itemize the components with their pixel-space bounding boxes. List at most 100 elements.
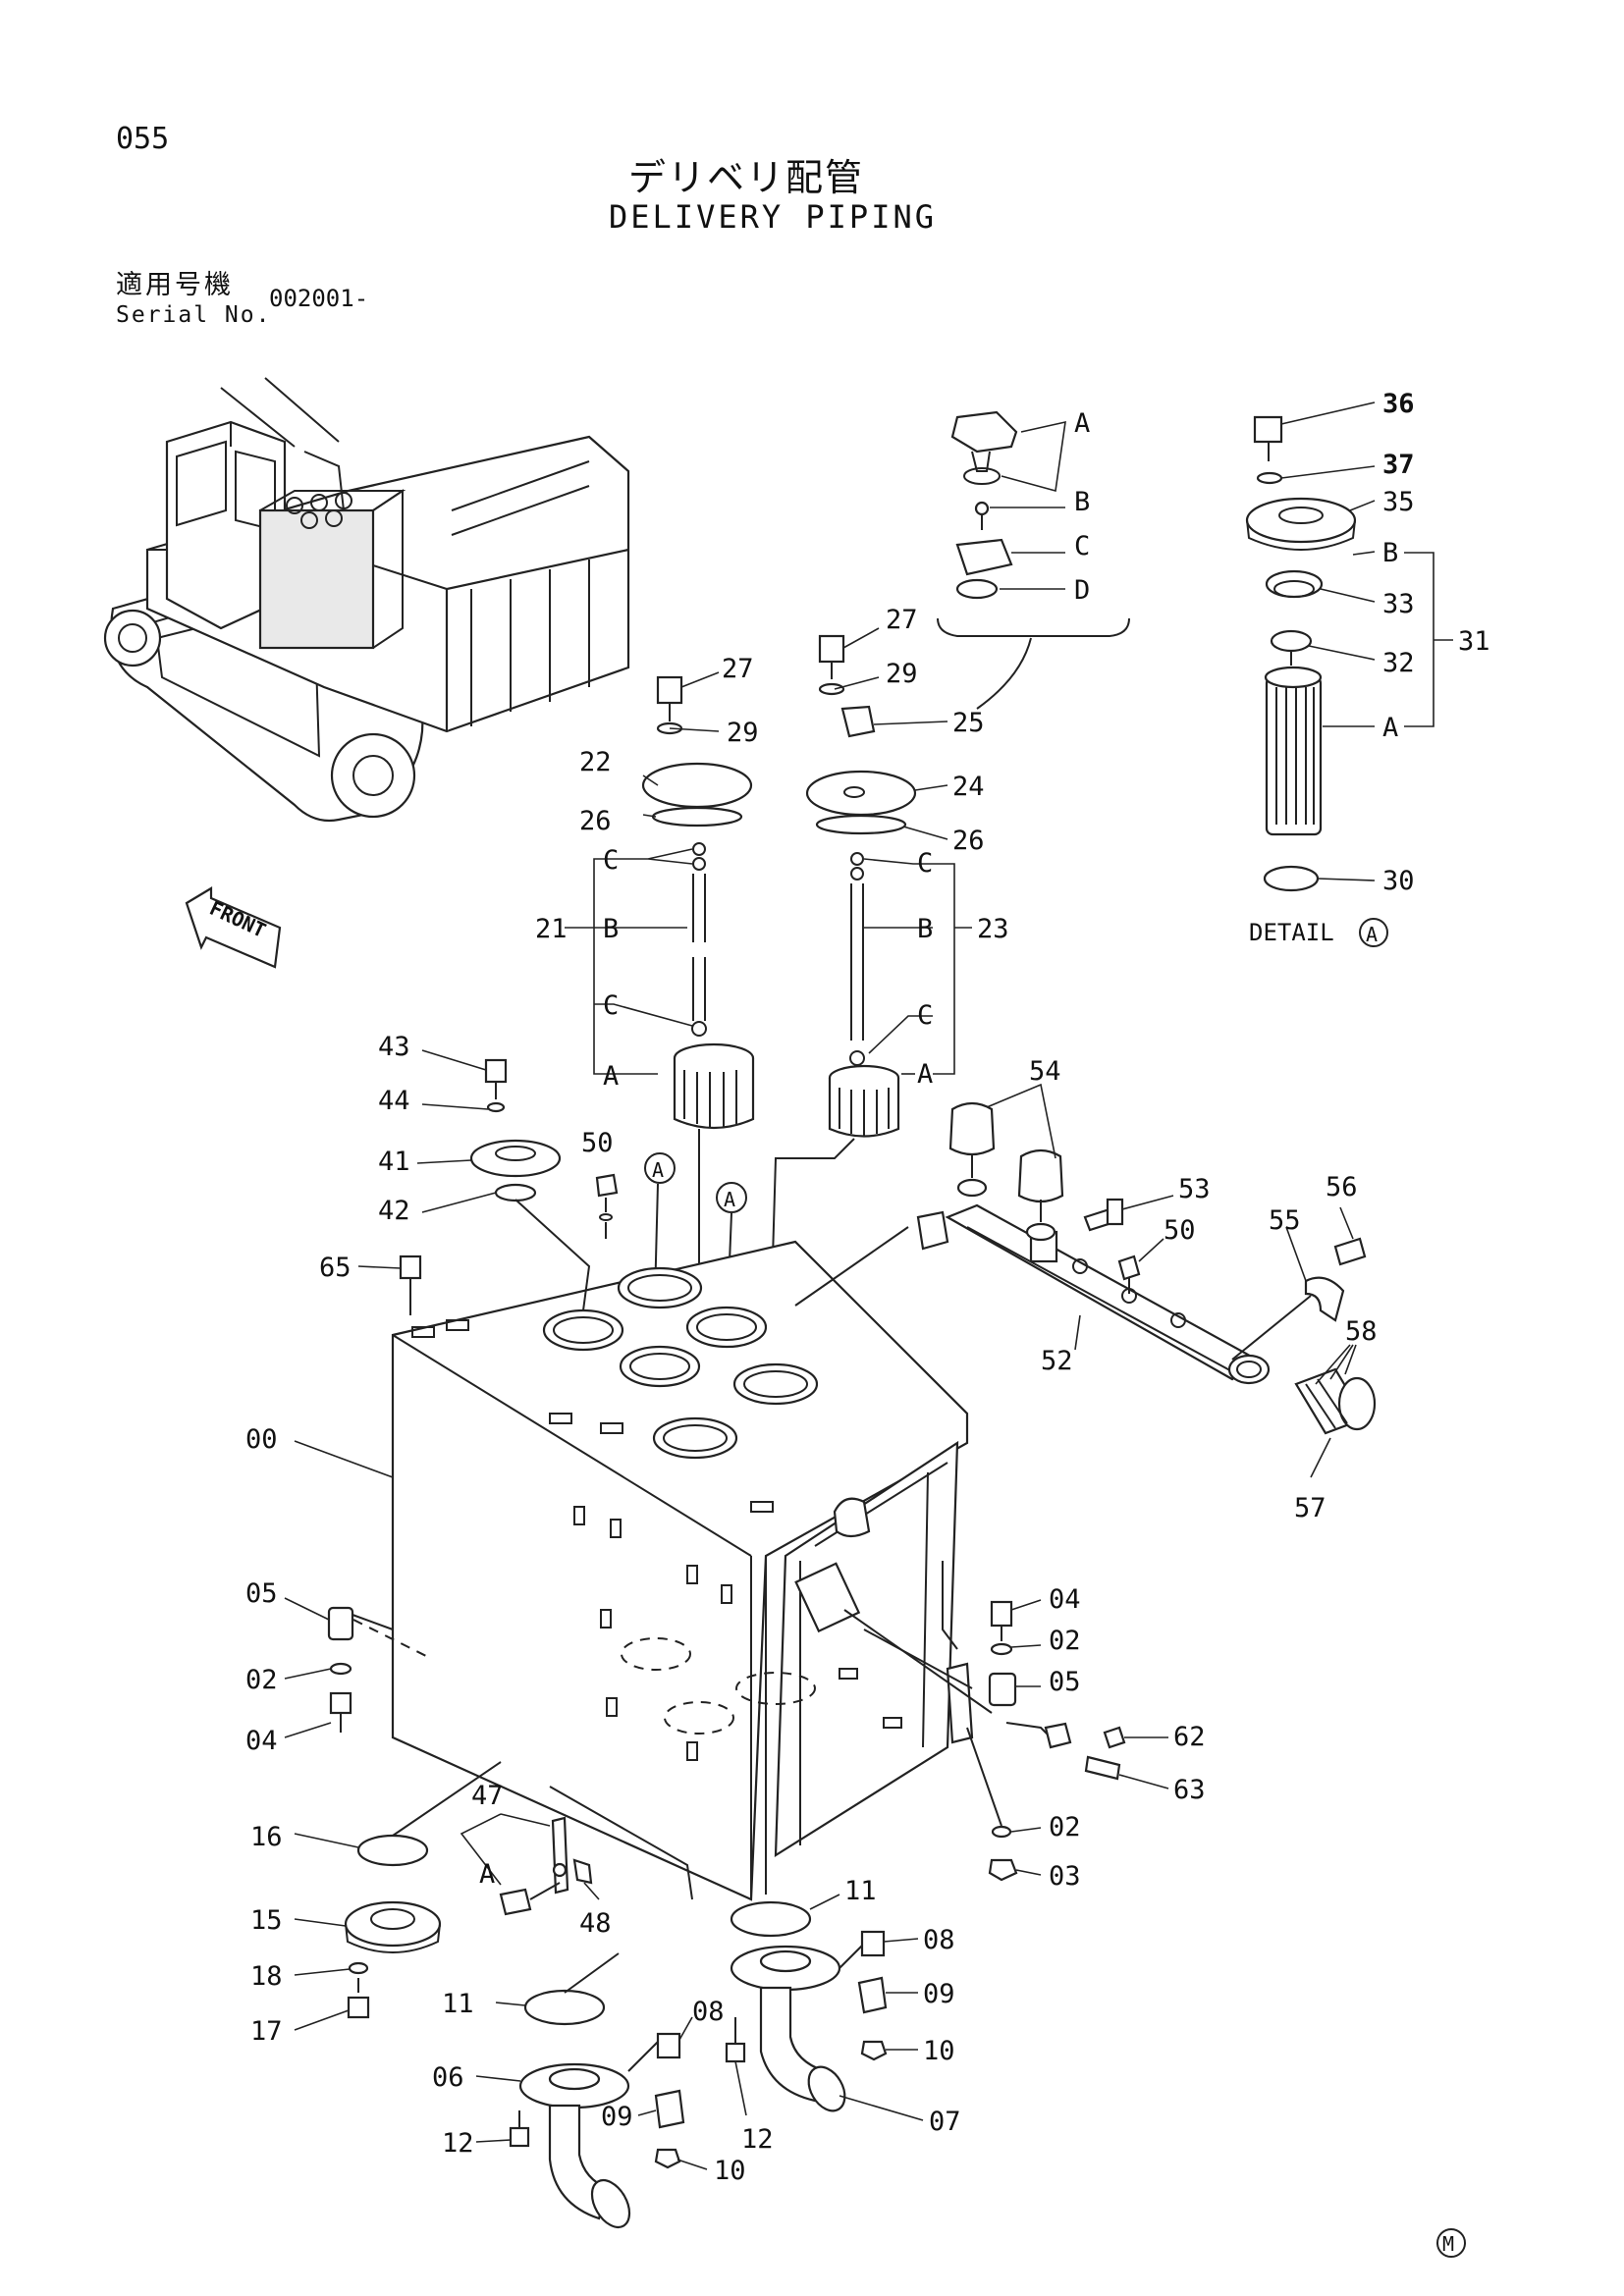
callout-c44: 44: [378, 1086, 410, 1116]
callout-c33: 33: [1382, 589, 1415, 619]
suction-pipe-06: 11 06 12 08 09 10: [432, 1952, 746, 2228]
callout-c22: 22: [579, 747, 612, 777]
callout-c41: 41: [378, 1147, 410, 1177]
callout-c27b: 27: [886, 605, 918, 635]
callout-c08b: 08: [923, 1925, 955, 1955]
callout-c11a: 11: [844, 1876, 877, 1906]
callout-c43: 43: [378, 1032, 410, 1062]
callout-c26a: 26: [579, 806, 612, 836]
callout-c09a: 09: [601, 2102, 633, 2132]
manifold-pipe-52: 53 54 50 55 56 58 57 52: [794, 1056, 1378, 1523]
page-title-english: DELIVERY PIPING: [609, 198, 937, 236]
callout-c21-A: A: [603, 1061, 619, 1092]
callout-c29a: 29: [727, 718, 759, 748]
callout-c12b: 12: [741, 2124, 774, 2155]
callout-c23-B: B: [917, 914, 933, 944]
callout-c04a: 04: [245, 1726, 278, 1756]
callout-c07: 07: [929, 2107, 961, 2137]
callout-c32: 32: [1382, 648, 1415, 678]
callout-c53: 53: [1178, 1174, 1211, 1204]
callout-c48: 48: [579, 1908, 612, 1939]
callout-c16: 16: [250, 1822, 283, 1852]
callout-detail-label: DETAIL: [1249, 919, 1334, 946]
callout-c55: 55: [1269, 1205, 1301, 1236]
callout-c00: 00: [245, 1424, 278, 1455]
serial-number: 002001-: [269, 285, 369, 312]
callout-c23-C1: C: [917, 848, 933, 879]
callout-c21-C2: C: [603, 990, 619, 1021]
serial-label-japanese: 適用号機: [116, 270, 234, 300]
callout-c02a: 02: [245, 1665, 278, 1695]
callout-c09b: 09: [923, 1979, 955, 2009]
callout-c17: 17: [250, 2016, 283, 2047]
hydraulic-tank: 00: [245, 1240, 974, 1901]
callout-c57: 57: [1294, 1493, 1326, 1523]
callout-c24: 24: [952, 772, 985, 802]
callout-c21-B: B: [603, 914, 619, 944]
callout-c47-A: A: [479, 1859, 495, 1890]
excavator-illustration: [103, 377, 630, 823]
callout-dD: D: [1074, 575, 1090, 606]
callout-c23: 23: [977, 914, 1009, 944]
callout-c05b: 05: [1049, 1667, 1081, 1697]
callout-c04b: 04: [1049, 1584, 1081, 1615]
front-direction-arrow: FRONT: [185, 886, 282, 969]
callout-c50b: 50: [1164, 1215, 1196, 1246]
callout-c58: 58: [1345, 1316, 1378, 1347]
serial-label-english: Serial No.: [116, 302, 272, 328]
callout-refA1: A: [652, 1158, 664, 1182]
callout-c23-A: A: [917, 1059, 933, 1090]
callout-c18: 18: [250, 1961, 283, 1992]
callout-c30: 30: [1382, 866, 1415, 896]
callout-c26b: 26: [952, 826, 985, 856]
callout-c27a: 27: [722, 654, 754, 684]
detail-cap-assembly: A B C D: [937, 408, 1130, 710]
callout-c52: 52: [1041, 1346, 1073, 1376]
cover-41: 43 44 41 42 50 65: [319, 1032, 619, 1315]
callout-c62: 62: [1173, 1722, 1206, 1752]
strainer-group-23: 27 29 25 24 26 C B 23 C A: [805, 605, 1009, 1138]
callout-c56: 56: [1326, 1172, 1358, 1202]
callout-c21: 21: [535, 914, 568, 944]
page-number: 055: [116, 122, 170, 156]
callout-refA2: A: [724, 1188, 735, 1211]
callout-c02c: 02: [1049, 1812, 1081, 1842]
suction-pipe-07: 11 07 08 09 10 12: [725, 1876, 961, 2155]
callout-c15: 15: [250, 1905, 283, 1936]
callout-c35: 35: [1382, 487, 1415, 517]
callout-c11b: 11: [442, 1989, 474, 2019]
callout-c05a: 05: [245, 1578, 278, 1609]
callout-c12a: 12: [442, 2128, 474, 2159]
right-fittings: 04 02 05 62 63 02 03: [843, 1584, 1206, 1892]
callout-c36: 36: [1382, 389, 1415, 419]
callout-c08a: 08: [692, 1997, 725, 2027]
manufacturer-logo-mark: M: [1436, 2228, 1466, 2258]
callout-c25: 25: [952, 708, 985, 738]
callout-c37: 37: [1382, 450, 1415, 480]
callout-c21-C1: C: [603, 845, 619, 876]
strainer-group-21: 27 29 22 26 C 21 B C A: [535, 654, 759, 1130]
callout-c10a: 10: [714, 2156, 746, 2186]
callout-c31-A: A: [1382, 713, 1398, 743]
callout-c03: 03: [1049, 1861, 1081, 1892]
left-fittings: 05 02 04: [245, 1578, 433, 1756]
callout-detail-ref: A: [1366, 923, 1378, 946]
callout-c29b: 29: [886, 659, 918, 689]
callout-c02b: 02: [1049, 1626, 1081, 1656]
callout-c65: 65: [319, 1253, 352, 1283]
callout-dA: A: [1074, 408, 1090, 439]
callout-logo-mark: M: [1442, 2232, 1454, 2256]
bottom-left-assembly: 16 15 18 17 47 A 48: [250, 1761, 693, 2047]
callout-c31: 31: [1458, 626, 1490, 657]
page-title-japanese: デリベリ配管: [628, 156, 865, 199]
detail-filter-assembly: 36 37 35 B 33 31 32 A 30 DETAIL A: [1245, 389, 1490, 947]
callout-c50a: 50: [581, 1128, 614, 1158]
callout-c10b: 10: [923, 2036, 955, 2066]
callout-c47: 47: [471, 1781, 504, 1811]
callout-c23-C2: C: [917, 1000, 933, 1031]
callout-dC: C: [1074, 531, 1090, 561]
callout-c42: 42: [378, 1196, 410, 1226]
callout-dB: B: [1074, 487, 1090, 517]
callout-c06: 06: [432, 2062, 464, 2093]
